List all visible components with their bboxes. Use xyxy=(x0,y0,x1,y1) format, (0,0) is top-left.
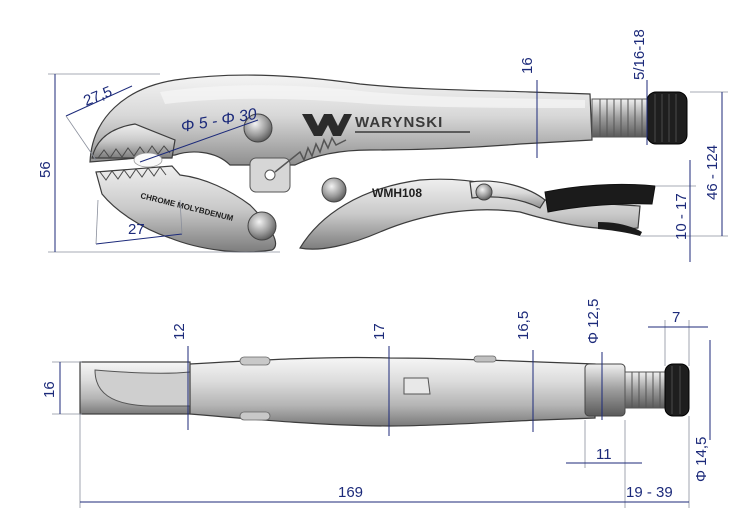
jaw-rivet xyxy=(247,211,277,241)
upper-rivet xyxy=(243,113,273,143)
dim-handle-gap: 10 - 17 xyxy=(673,193,690,240)
dim-height: 56 xyxy=(37,161,54,178)
spring xyxy=(274,136,347,173)
handle-rivet xyxy=(321,177,347,203)
dim-screw-dia: Φ 12,5 xyxy=(585,299,602,344)
top-dimensions: 16 12 17 16,5 Φ 12,5 7 Φ 14,5 11 xyxy=(41,299,711,508)
brand-text: WARYNSKI xyxy=(355,114,443,131)
link-pin xyxy=(264,169,276,181)
dim-jaw-diag: 27,5 xyxy=(81,83,114,110)
dim-screw-thread: 5/16-18 xyxy=(631,29,648,80)
adjust-knob xyxy=(646,91,688,145)
dim-knob-len: 7 xyxy=(672,309,680,326)
lower-jaw xyxy=(95,165,277,253)
lower-grip-tip xyxy=(598,222,642,236)
dim-rear: 16,5 xyxy=(515,311,532,340)
lower-jaw-teeth xyxy=(99,166,167,181)
top-view: 16 12 17 16,5 Φ 12,5 7 Φ 14,5 11 xyxy=(41,299,711,508)
top-rivet xyxy=(239,356,271,366)
dim-opening-total: 46 - 124 xyxy=(704,145,721,200)
top-screw xyxy=(624,371,666,409)
release-slot xyxy=(403,377,431,395)
top-knob-knurl xyxy=(671,366,681,414)
release-tab xyxy=(473,355,497,363)
dim-length: 169 xyxy=(338,484,363,501)
model-text: WMH108 xyxy=(372,186,422,200)
side-view: CHROME MOLYBDENUM WARYNSKI WMH108 xyxy=(37,29,728,262)
adjust-screw xyxy=(591,98,648,138)
lower-rivet xyxy=(475,183,493,201)
grip-range-ellipse xyxy=(133,152,163,168)
logo-w-icon xyxy=(302,114,352,136)
knob-knurl xyxy=(654,94,677,142)
body-highlight xyxy=(160,85,585,108)
top-screw-threads xyxy=(631,372,661,408)
dim-head-thk: 16 xyxy=(41,381,58,398)
dim-knob-dia: Φ 14,5 xyxy=(693,437,710,482)
lower-handle-grip xyxy=(544,183,656,213)
bottom-rivet xyxy=(239,411,271,421)
main-bar xyxy=(189,356,596,427)
dim-jaw-len: 27 xyxy=(128,221,145,238)
dim-handle-thk: 16 xyxy=(519,57,536,74)
dim-screw-len: 11 xyxy=(596,446,612,463)
screw-threads xyxy=(599,99,643,137)
upper-jaw-teeth xyxy=(97,145,171,159)
brand-logo: WARYNSKI xyxy=(302,114,470,136)
top-knob xyxy=(664,363,690,417)
dim-mid: 17 xyxy=(371,323,388,340)
collar xyxy=(584,363,626,417)
dim-neck: 12 xyxy=(171,323,188,340)
dim-adjust: 19 - 39 xyxy=(626,484,673,501)
